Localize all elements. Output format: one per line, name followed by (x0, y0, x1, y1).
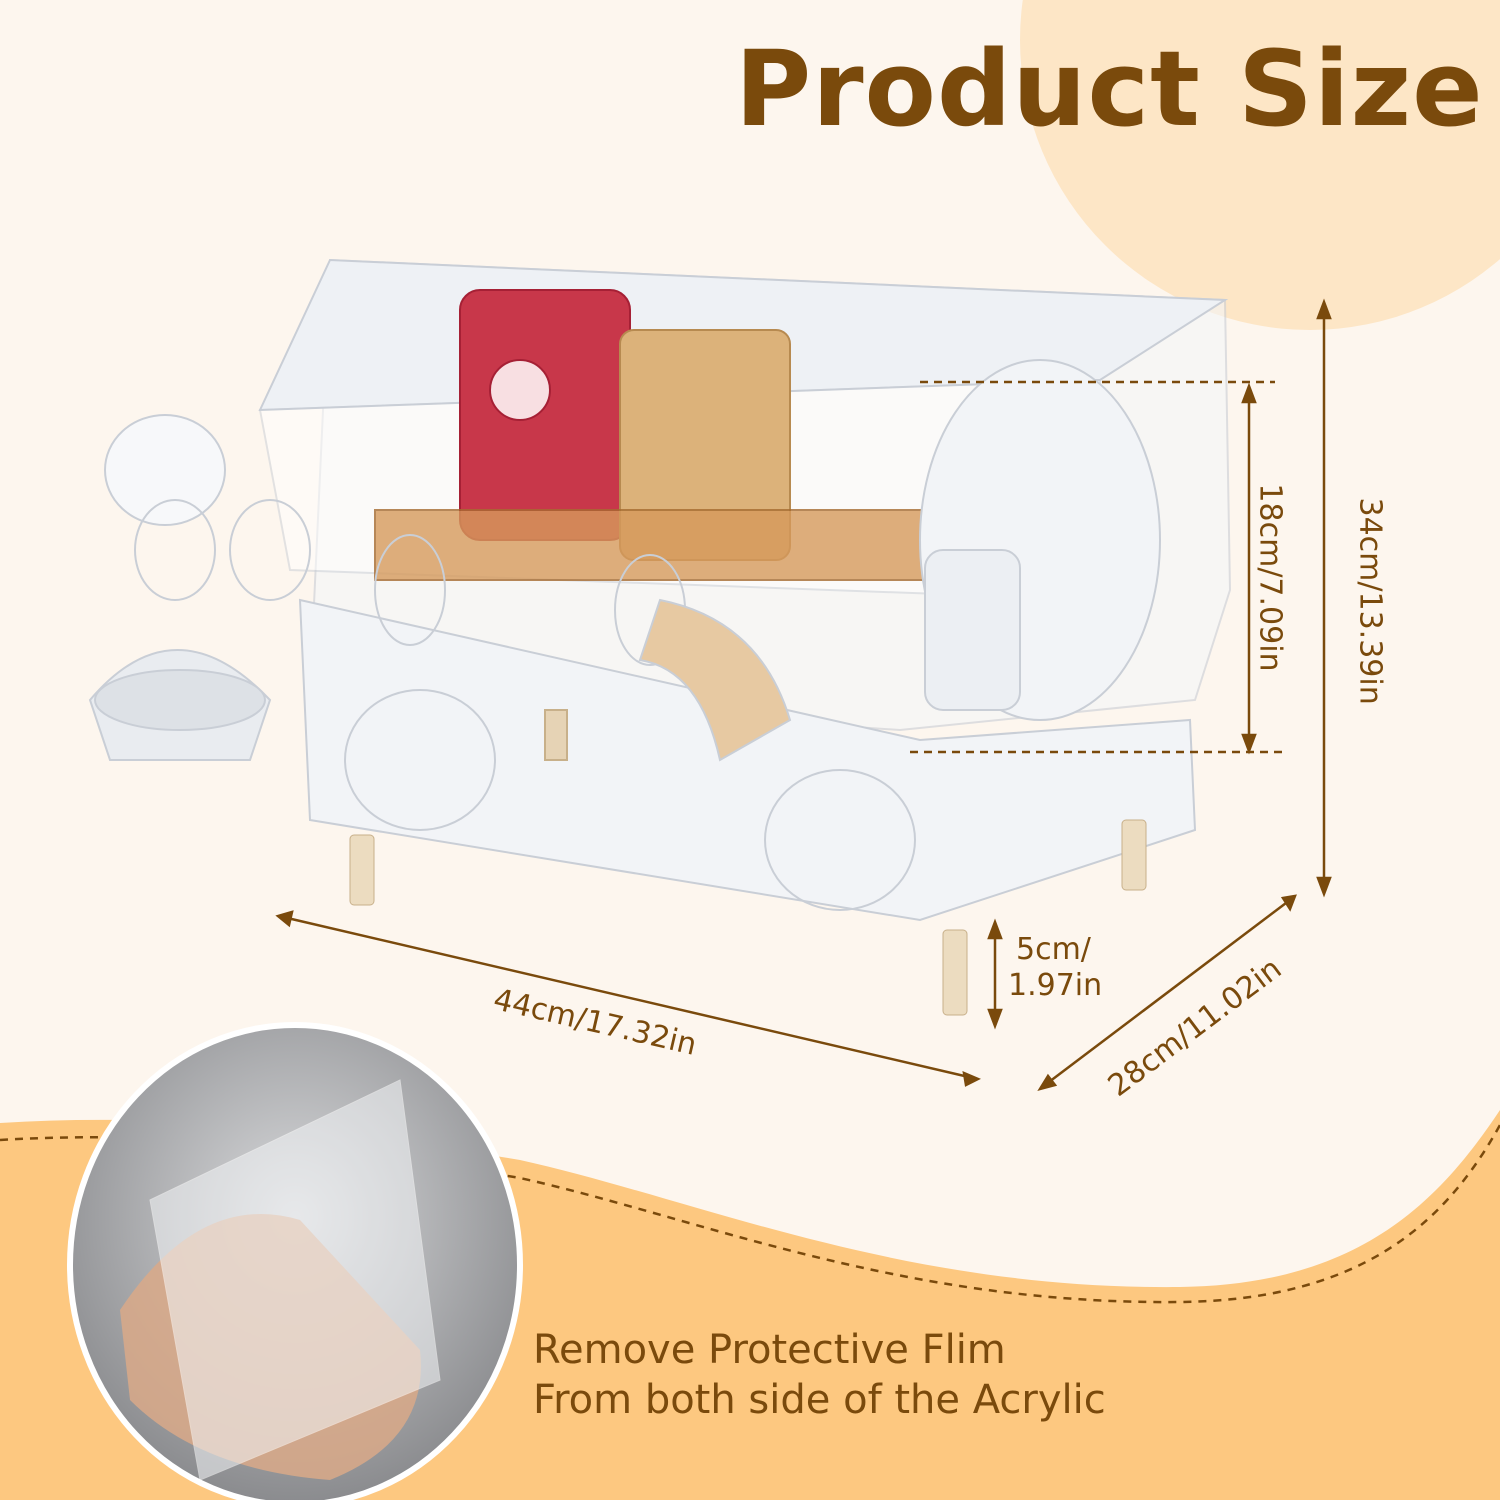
leg-height-label: 5cm/ 1.97in (1008, 932, 1102, 1004)
hamster-cage-illustration (88, 258, 1232, 922)
corner-blob (1020, 0, 1500, 330)
protective-film-photo (67, 1022, 523, 1500)
page-title: Product Size (735, 28, 1484, 150)
note-line-2: From both side of the Acrylic (533, 1377, 1106, 1423)
inner-height-label: 18cm/7.09in (1252, 483, 1288, 672)
film-removal-note: Remove Protective Flim From both side of… (533, 1325, 1106, 1425)
total-height-label: 34cm/13.39in (1352, 497, 1388, 705)
leg-height-line2: 1.97in (1008, 968, 1103, 1003)
cage-legs (349, 819, 1147, 1016)
note-line-1: Remove Protective Flim (533, 1327, 1006, 1373)
dashed-border (0, 1124, 1500, 1304)
dimension-lines (275, 298, 1332, 1092)
leg-height-line1: 5cm/ (1016, 932, 1091, 967)
